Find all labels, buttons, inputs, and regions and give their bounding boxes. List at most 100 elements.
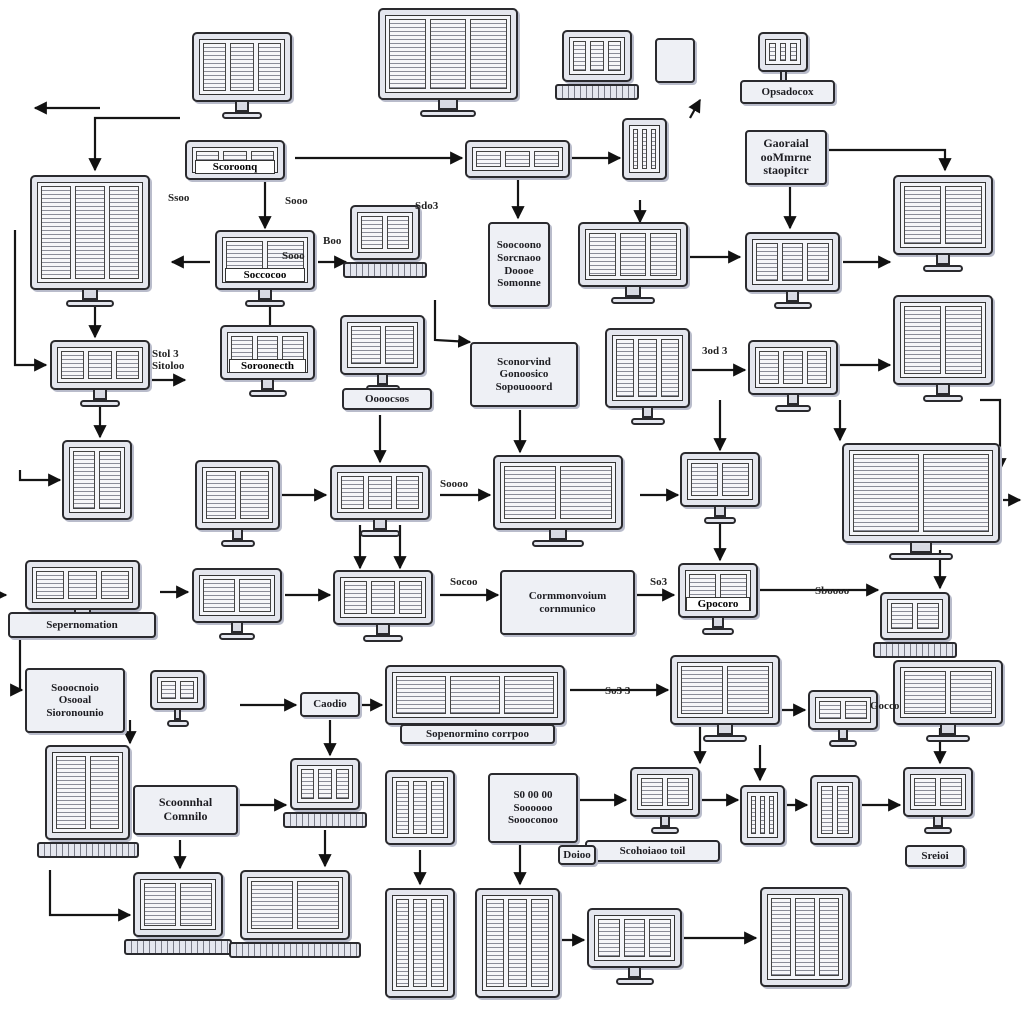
screen-content <box>629 125 660 173</box>
text-box-node[interactable]: Scohoiaoo toil <box>585 840 720 862</box>
content-panel <box>661 339 679 397</box>
monitor-node[interactable]: Soroonecth <box>220 325 315 380</box>
monitor-screen <box>630 767 700 817</box>
monitor-screen <box>25 560 140 610</box>
laptop-node[interactable] <box>45 745 130 840</box>
text-box-node[interactable]: Opsadocox <box>740 80 835 104</box>
monitor-base-icon <box>631 418 665 425</box>
node-label: Doioo <box>558 845 596 865</box>
laptop-node[interactable] <box>562 30 632 82</box>
monitor-node[interactable] <box>493 455 623 530</box>
monitor-stand-icon <box>642 408 654 418</box>
tower-node[interactable] <box>740 785 785 845</box>
content-panel <box>598 919 620 957</box>
monitor-node[interactable] <box>587 908 682 968</box>
text-box-node[interactable] <box>655 38 695 83</box>
node-label: Scohoiaoo toil <box>585 840 720 862</box>
monitor-node[interactable] <box>50 340 150 390</box>
screen-content <box>677 662 773 718</box>
monitor-stand-icon <box>940 725 955 735</box>
node-label <box>655 38 695 83</box>
monitor-stand-icon <box>376 625 390 635</box>
monitor-base-icon <box>80 400 120 407</box>
screen-content <box>765 39 801 65</box>
content-panel <box>240 471 270 519</box>
screen-content <box>849 450 993 536</box>
tower-node[interactable] <box>475 888 560 998</box>
monitor-node[interactable] <box>333 570 433 625</box>
monitor-node[interactable] <box>745 232 840 292</box>
content-panel <box>99 451 121 509</box>
monitor-screen <box>385 665 565 725</box>
monitor-node[interactable] <box>748 340 838 395</box>
monitor-stand-icon <box>910 543 932 553</box>
text-box-node[interactable]: Sepernomation <box>8 612 156 638</box>
monitor-node[interactable] <box>385 665 565 725</box>
monitor-node[interactable] <box>808 690 878 730</box>
text-box-node[interactable]: Sreioi <box>905 845 965 867</box>
tower-node[interactable] <box>760 887 850 987</box>
monitor-node[interactable]: Gpocoro <box>678 563 758 618</box>
monitor-base-icon <box>245 300 285 307</box>
monitor-base-icon <box>704 517 736 524</box>
monitor-node[interactable] <box>578 222 688 287</box>
laptop-node[interactable] <box>350 205 420 260</box>
tower-node[interactable] <box>622 118 667 180</box>
text-box-node[interactable]: S0 00 00 Soooooo Soooconoo <box>488 773 578 843</box>
monitor-stand-icon <box>377 375 389 385</box>
monitor-stand-icon <box>628 968 641 978</box>
content-panel <box>251 881 293 929</box>
monitor-node[interactable] <box>903 767 973 817</box>
monitor-node[interactable] <box>150 670 205 710</box>
tower-node[interactable] <box>385 770 455 845</box>
content-panel <box>361 216 383 249</box>
monitor-node[interactable] <box>893 175 993 255</box>
tower-node[interactable] <box>62 440 132 520</box>
text-box-node[interactable]: Scoonnhal Comnilo <box>133 785 238 835</box>
monitor-node[interactable] <box>893 295 993 385</box>
screenbox-node[interactable]: Scoroonq <box>185 140 285 180</box>
text-box-node[interactable]: Caodio <box>300 692 360 717</box>
monitor-node[interactable] <box>330 465 430 520</box>
content-panel <box>945 186 982 244</box>
monitor-screen <box>330 465 430 520</box>
monitor-node[interactable] <box>192 32 292 102</box>
monitor-node[interactable] <box>670 655 780 725</box>
monitor-node[interactable] <box>630 767 700 817</box>
monitor-node[interactable] <box>680 452 760 507</box>
text-box-node[interactable]: Sopenormino corrpoo <box>400 724 555 744</box>
text-box-node[interactable]: Gaoraial ooMmrne staopitcr <box>745 130 827 185</box>
laptop-node[interactable] <box>240 870 350 940</box>
monitor-node[interactable] <box>195 460 280 530</box>
monitor-node[interactable] <box>192 568 282 623</box>
monitor-node[interactable] <box>893 660 1003 725</box>
laptop-node[interactable] <box>133 872 223 937</box>
text-box-node[interactable]: Sooocnoio Osooal Sioronounio <box>25 668 125 733</box>
device-panel <box>62 440 132 520</box>
monitor-base-icon <box>222 112 262 119</box>
content-panel <box>534 151 559 167</box>
tower-node[interactable] <box>810 775 860 845</box>
text-box-node[interactable]: Sconorvind Gonoosico Sopouooord <box>470 342 578 407</box>
text-box-node[interactable]: Oooocsos <box>342 388 432 410</box>
laptop-node[interactable] <box>880 592 950 640</box>
monitor-node[interactable] <box>25 560 140 610</box>
content-panel <box>783 351 803 384</box>
tower-node[interactable] <box>385 888 455 998</box>
monitor-screen <box>893 175 993 255</box>
monitor-base-icon <box>66 300 114 307</box>
monitor-node[interactable] <box>340 315 425 375</box>
monitor-node[interactable] <box>605 328 690 408</box>
screenbox-node[interactable] <box>465 140 570 178</box>
monitor-node[interactable] <box>30 175 150 290</box>
laptop-node[interactable] <box>290 758 360 810</box>
screen-content <box>900 302 986 378</box>
monitor-node[interactable] <box>378 8 518 100</box>
text-box-node[interactable]: Soocoono Sorcnaoo Doooe Somonne <box>488 222 550 307</box>
monitor-node[interactable] <box>758 32 808 72</box>
monitor-screen <box>587 908 682 968</box>
text-box-node[interactable]: Cormmonvoium cornmunico <box>500 570 635 635</box>
monitor-node[interactable] <box>842 443 1000 543</box>
text-box-node[interactable]: Doioo <box>558 845 596 865</box>
content-panel <box>450 676 500 714</box>
